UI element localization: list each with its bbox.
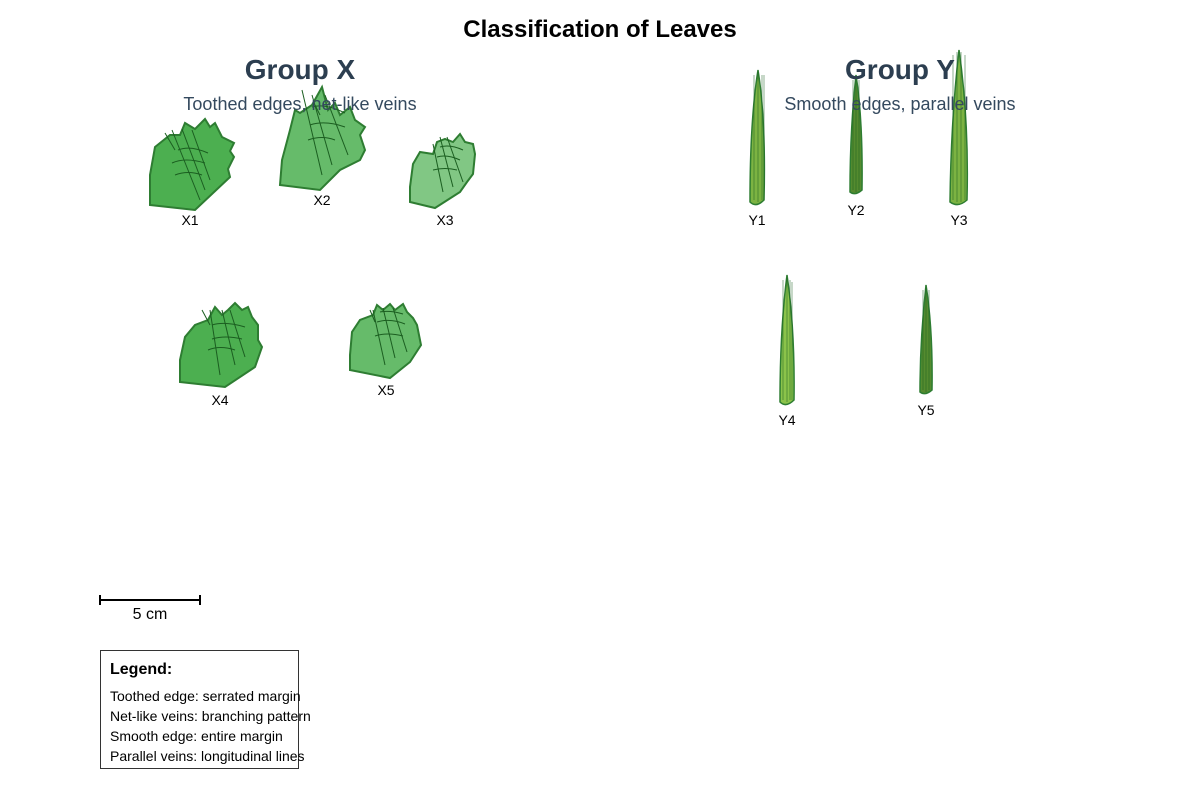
leaf-x1-drawing [149, 117, 236, 212]
leaf-label-x5: X5 [377, 382, 395, 398]
leaf-label-y3: Y3 [950, 212, 968, 228]
leaf-label-y2: Y2 [847, 202, 865, 218]
group-x-title: Group X [244, 54, 356, 85]
group-y-title: Group Y [845, 54, 955, 85]
scale-bar-label: 5 cm [132, 606, 168, 623]
group-y-subtitle: Smooth edges, parallel veins [784, 94, 1016, 114]
leaf-y4-drawing [779, 274, 795, 406]
leaf-x4-drawing [179, 301, 264, 389]
legend-box: Legend: Toothed edge: serrated margin Ne… [100, 650, 311, 769]
legend-title: Legend: [110, 661, 173, 678]
legend-item-parallel-veins: Parallel veins: longitudinal lines [110, 748, 305, 764]
leaf-y2-drawing [849, 74, 863, 195]
legend-item-net-veins: Net-like veins: branching pattern [110, 708, 311, 724]
leaf-label-y1: Y1 [748, 212, 766, 228]
leaf-x3-drawing [409, 132, 477, 210]
leaf-y5-drawing [919, 284, 933, 395]
scale-bar [99, 595, 201, 605]
leaf-y1-drawing [749, 69, 766, 206]
legend-item-smooth-edge: Smooth edge: entire margin [110, 728, 283, 744]
legend-item-toothed-edge: Toothed edge: serrated margin [110, 688, 301, 704]
leaf-label-y4: Y4 [778, 412, 796, 428]
leaf-x5-drawing [349, 302, 423, 380]
leaf-label-x1: X1 [181, 212, 199, 228]
leaf-label-x4: X4 [211, 392, 229, 408]
group-x-subtitle: Toothed edges, net-like veins [183, 94, 417, 114]
diagram-title: Classification of Leaves [463, 16, 737, 43]
leaf-x2-drawing [278, 84, 367, 192]
leaf-label-x3: X3 [436, 212, 454, 228]
leaf-label-x2: X2 [313, 192, 331, 208]
leaf-y3-drawing [949, 49, 969, 206]
leaf-label-y5: Y5 [917, 402, 935, 418]
